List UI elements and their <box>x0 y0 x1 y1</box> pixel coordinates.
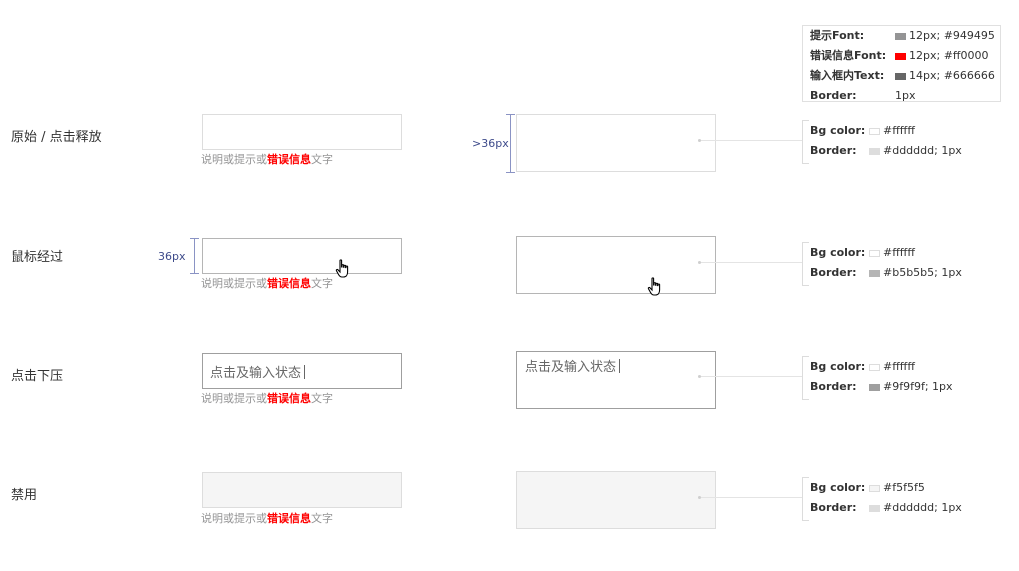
legend-border: Border:1px <box>810 89 916 102</box>
dimension-tick <box>190 273 199 274</box>
hand-pointer-icon <box>335 259 349 278</box>
border-color-swatch <box>869 269 880 277</box>
input-hover-large[interactable] <box>516 236 716 294</box>
spec-bracket <box>802 356 809 400</box>
spec-default: Bg color:#ffffff Border:#dddddd; 1px <box>810 124 962 157</box>
style-legend: 提示Font:12px; #949495 错误信息Font:12px; #ff0… <box>802 25 1001 102</box>
state-label-disabled: 禁用 <box>11 488 38 503</box>
annotation-dot <box>698 496 701 499</box>
annotation-leader <box>701 376 802 377</box>
annotation-dot <box>698 261 701 264</box>
height-dimension-label: 36px <box>158 250 186 263</box>
input-pressed[interactable]: 点击及输入状态 <box>202 353 402 389</box>
border-color-swatch <box>869 383 880 391</box>
spec-hover: Bg color:#ffffff Border:#b5b5b5; 1px <box>810 246 962 279</box>
dimension-tick <box>506 114 515 115</box>
border-color-swatch <box>869 147 880 155</box>
hint-text: 说明或提示或错误信息文字 <box>201 153 333 166</box>
input-value: 点击及输入状态 <box>525 360 617 375</box>
annotation-leader <box>701 497 802 498</box>
bg-color-swatch <box>869 249 880 257</box>
input-default[interactable] <box>202 114 402 150</box>
legend-error-font: 错误信息Font:12px; #ff0000 <box>810 49 989 62</box>
state-label-hover: 鼠标经过 <box>11 250 64 265</box>
height-dimension-label: >36px <box>472 137 509 150</box>
bg-color-swatch <box>869 363 880 371</box>
height-dimension-line <box>510 114 511 172</box>
input-hover[interactable] <box>202 238 402 274</box>
spec-bracket <box>802 120 809 164</box>
input-disabled <box>202 472 402 508</box>
state-label-pressed: 点击下压 <box>11 369 64 384</box>
hint-color-swatch <box>895 32 906 40</box>
annotation-leader <box>701 140 802 141</box>
text-caret <box>304 365 306 379</box>
bg-color-swatch <box>869 127 880 135</box>
text-caret <box>619 359 621 373</box>
spec-bracket <box>802 242 809 286</box>
error-color-swatch <box>895 52 906 60</box>
annotation-dot <box>698 375 701 378</box>
input-value: 点击及输入状态 <box>210 366 302 381</box>
hand-pointer-icon <box>647 277 661 296</box>
height-dimension-line <box>194 238 195 274</box>
hint-text: 说明或提示或错误信息文字 <box>201 512 333 525</box>
state-label-default: 原始 / 点击释放 <box>11 130 102 145</box>
hint-text: 说明或提示或错误信息文字 <box>201 277 333 290</box>
input-default-large[interactable] <box>516 114 716 172</box>
dimension-tick <box>190 238 199 239</box>
spec-disabled: Bg color:#f5f5f5 Border:#dddddd; 1px <box>810 481 962 514</box>
dimension-tick <box>506 172 515 173</box>
border-color-swatch <box>869 504 880 512</box>
legend-input-text: 输入框内Text:14px; #666666 <box>810 69 995 82</box>
legend-hint-font: 提示Font:12px; #949495 <box>810 29 995 42</box>
hint-text: 说明或提示或错误信息文字 <box>201 392 333 405</box>
annotation-leader <box>701 262 802 263</box>
text-color-swatch <box>895 72 906 80</box>
annotation-dot <box>698 139 701 142</box>
input-pressed-large[interactable]: 点击及输入状态 <box>516 351 716 409</box>
spec-pressed: Bg color:#ffffff Border:#9f9f9f; 1px <box>810 360 953 393</box>
input-disabled-large <box>516 471 716 529</box>
bg-color-swatch <box>869 484 880 492</box>
spec-bracket <box>802 477 809 521</box>
